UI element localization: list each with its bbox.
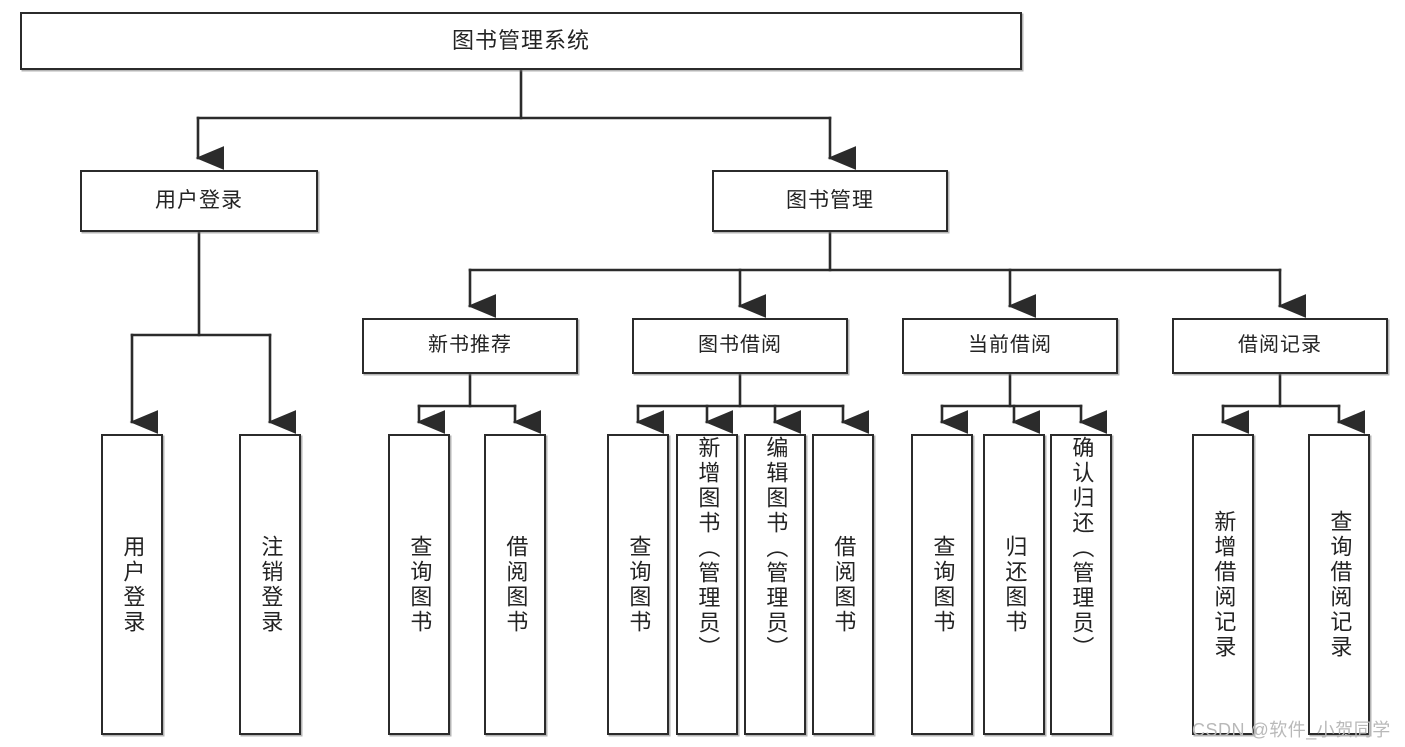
leaf-lend-book-label: 借阅图书	[831, 534, 857, 635]
node-new-book-recommend[interactable]: 新书推荐	[362, 318, 578, 374]
node-user-login[interactable]: 用户登录	[80, 170, 318, 232]
leaf-query-book-borrow-label: 查询图书	[626, 534, 652, 635]
leaf-user-login[interactable]: 用户登录	[101, 434, 163, 735]
leaf-edit-book-admin[interactable]: 编辑图书（管理员）	[744, 434, 806, 735]
node-borrow-record[interactable]: 借阅记录	[1172, 318, 1388, 374]
leaf-borrow-book-newbook[interactable]: 借阅图书	[484, 434, 546, 735]
leaf-user-login-label: 用户登录	[120, 534, 146, 635]
leaf-edit-book-admin-label: 编辑图书（管理员）	[763, 436, 789, 661]
leaf-add-book-admin[interactable]: 新增图书（管理员）	[676, 434, 738, 735]
leaf-return-book[interactable]: 归还图书	[983, 434, 1045, 735]
node-book-management[interactable]: 图书管理	[712, 170, 948, 232]
leaf-add-borrow-record-label: 新增借阅记录	[1211, 509, 1237, 660]
node-root[interactable]: 图书管理系统	[20, 12, 1022, 70]
node-root-label: 图书管理系统	[451, 28, 590, 54]
node-book-borrow-label: 图书借阅	[698, 334, 782, 357]
leaf-logout-label: 注销登录	[258, 534, 284, 635]
node-current-borrow-label: 当前借阅	[968, 334, 1052, 357]
leaf-query-book-newbook[interactable]: 查询图书	[388, 434, 450, 735]
leaf-confirm-return-admin-label: 确认归还（管理员）	[1069, 436, 1095, 661]
leaf-logout[interactable]: 注销登录	[239, 434, 301, 735]
leaf-query-borrow-record[interactable]: 查询借阅记录	[1308, 434, 1370, 735]
node-borrow-record-label: 借阅记录	[1238, 334, 1322, 357]
leaf-query-book-borrow[interactable]: 查询图书	[607, 434, 669, 735]
node-new-book-recommend-label: 新书推荐	[428, 334, 512, 357]
leaf-query-book-newbook-label: 查询图书	[407, 534, 433, 635]
leaf-return-book-label: 归还图书	[1002, 534, 1028, 635]
leaf-query-book-current-label: 查询图书	[930, 534, 956, 635]
node-book-borrow[interactable]: 图书借阅	[632, 318, 848, 374]
node-current-borrow[interactable]: 当前借阅	[902, 318, 1118, 374]
node-book-management-label: 图书管理	[786, 188, 874, 212]
leaf-add-borrow-record[interactable]: 新增借阅记录	[1192, 434, 1254, 735]
csdn-watermark: CSDN @软件_小贺同学	[1192, 720, 1391, 740]
leaf-borrow-book-newbook-label: 借阅图书	[503, 534, 529, 635]
leaf-add-book-admin-label: 新增图书（管理员）	[695, 436, 721, 661]
leaf-confirm-return-admin[interactable]: 确认归还（管理员）	[1050, 434, 1112, 735]
leaf-query-borrow-record-label: 查询借阅记录	[1327, 509, 1353, 660]
leaf-lend-book[interactable]: 借阅图书	[812, 434, 874, 735]
leaf-query-book-current[interactable]: 查询图书	[911, 434, 973, 735]
node-user-login-label: 用户登录	[155, 188, 243, 212]
